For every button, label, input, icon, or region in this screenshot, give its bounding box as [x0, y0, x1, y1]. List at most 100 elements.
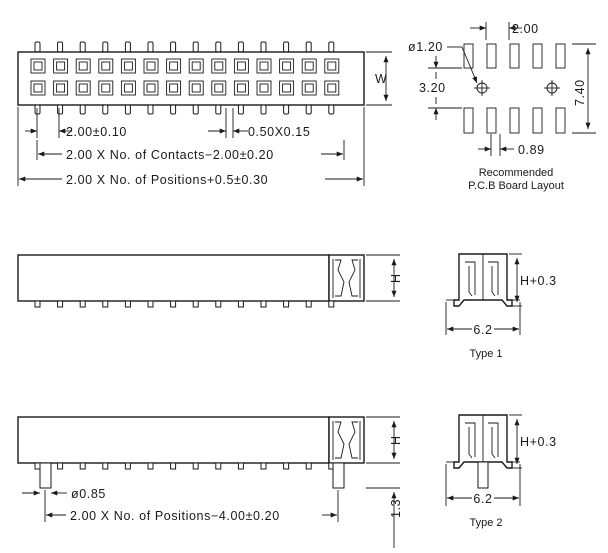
- contacts-length-dimension: 2.00 X No. of Contacts−2.00±0.20: [36, 140, 345, 162]
- type1-end-height-label: H+0.3: [520, 274, 557, 288]
- type1-caption: Type 1: [469, 348, 502, 360]
- type2-height-dimension: H: [366, 416, 403, 464]
- pcb-overall-dimension: 7.40: [572, 43, 596, 134]
- side-pin: [305, 300, 312, 308]
- top-pin-tail: [79, 104, 86, 115]
- top-pin-tail: [260, 104, 267, 115]
- top-view: W 2.00±0.10 0.50X0.15 2.00 X No. of Cont…: [17, 41, 392, 187]
- socket-outline: [256, 80, 272, 96]
- pcb-pad: [463, 107, 474, 134]
- socket-outline: [324, 80, 340, 96]
- socket-outline: [30, 80, 46, 96]
- side-pin: [305, 462, 312, 470]
- side-pin: [57, 462, 64, 470]
- pcb-pad: [555, 43, 566, 69]
- pcb-caption-line1: Recommended: [479, 167, 554, 179]
- side-pin: [192, 462, 199, 470]
- top-pin-tail: [283, 104, 290, 115]
- type2-end-peg: [477, 461, 489, 489]
- side-pin: [34, 300, 41, 308]
- socket-outline: [166, 58, 182, 74]
- pitch-dimension: 2.00±0.10: [25, 108, 126, 139]
- socket-outline: [143, 80, 159, 96]
- pcb-pads: [463, 43, 566, 134]
- type2-peg-length-dimension: 1.3: [366, 487, 403, 548]
- socket-opening: [259, 83, 269, 93]
- socket-outline: [188, 80, 204, 96]
- side-pin: [79, 462, 86, 470]
- type1-height-label: H: [389, 273, 403, 283]
- pcb-pad-width-dimension: 0.89: [478, 134, 544, 157]
- top-pin-tail: [305, 104, 312, 115]
- side-pin: [34, 462, 41, 470]
- pcb-pad: [509, 43, 520, 69]
- type1-end-view: H+0.3 6.2 Type 1: [445, 253, 557, 360]
- pcb-pad: [555, 107, 566, 134]
- type2-length-dimension: 2.00 X No. of Positions−4.00±0.20: [44, 490, 339, 523]
- socket-opening: [101, 83, 111, 93]
- type2-end-height-dimension: H+0.3: [509, 414, 557, 469]
- socket-outline: [301, 80, 317, 96]
- top-pin-tip: [237, 41, 244, 53]
- type2-length-label: 2.00 X No. of Positions−4.00±0.20: [70, 509, 280, 523]
- top-pin-tip: [102, 41, 109, 53]
- socket-outline: [53, 80, 69, 96]
- socket-opening: [78, 61, 88, 71]
- top-pin-tail: [147, 104, 154, 115]
- socket-outline: [75, 80, 91, 96]
- top-pin-tail: [170, 104, 177, 115]
- side-pin: [147, 462, 154, 470]
- socket-opening: [327, 61, 337, 71]
- top-pin-tip: [305, 41, 312, 53]
- socket-opening: [327, 83, 337, 93]
- side-pin: [102, 300, 109, 308]
- type2-peg-right: [332, 462, 345, 489]
- socket-outline: [75, 58, 91, 74]
- socket-opening: [191, 61, 201, 71]
- top-pin-tip: [124, 41, 131, 53]
- socket-opening: [169, 61, 179, 71]
- pcb-overall-label: 7.40: [573, 79, 587, 106]
- socket-outline: [120, 58, 136, 74]
- pcb-pad: [509, 107, 520, 134]
- side-pin: [328, 300, 335, 308]
- side-pin: [260, 300, 267, 308]
- socket-outline: [188, 58, 204, 74]
- pcb-caption-line2: P.C.B Board Layout: [468, 180, 564, 192]
- pcb-pitch-dimension: 2.00: [470, 22, 538, 40]
- socket-outline: [98, 80, 114, 96]
- pcb-pad: [486, 43, 497, 69]
- pcb-hole-right: [544, 80, 560, 96]
- socket-opening: [33, 61, 43, 71]
- top-pin-tip: [79, 41, 86, 53]
- overall-length-dimension: 2.00 X No. of Positions+0.5±0.30: [17, 107, 365, 187]
- width-dimension: W: [366, 51, 392, 106]
- type2-caption: Type 2: [469, 517, 502, 529]
- side-pin: [283, 462, 290, 470]
- side-pin: [57, 300, 64, 308]
- type1-side-end: [328, 254, 365, 302]
- top-pin-tip: [215, 41, 222, 53]
- top-view-body: [17, 51, 365, 106]
- socket-opening: [78, 83, 88, 93]
- socket-opening: [282, 61, 292, 71]
- socket-outline: [53, 58, 69, 74]
- side-pin: [215, 462, 222, 470]
- socket-opening: [304, 61, 314, 71]
- type1-end-width-dimension: 6.2: [445, 302, 521, 337]
- pcb-hole-left: [474, 80, 490, 96]
- side-pin: [79, 300, 86, 308]
- pcb-pad: [532, 107, 543, 134]
- top-pin-tail: [34, 104, 41, 115]
- type1-contact-section: [332, 259, 361, 298]
- top-pin-tip: [147, 41, 154, 53]
- type2-end-height-label: H+0.3: [520, 435, 557, 449]
- socket-opening: [214, 83, 224, 93]
- top-pin-tip: [328, 41, 335, 53]
- pcb-hole-dimension: ø1.20: [408, 40, 478, 84]
- type2-side-body: [17, 416, 330, 464]
- top-pin-tip: [192, 41, 199, 53]
- socket-opening: [56, 83, 66, 93]
- type2-end-view: H+0.3 6.2 Type 2: [445, 414, 557, 529]
- socket-outline: [279, 58, 295, 74]
